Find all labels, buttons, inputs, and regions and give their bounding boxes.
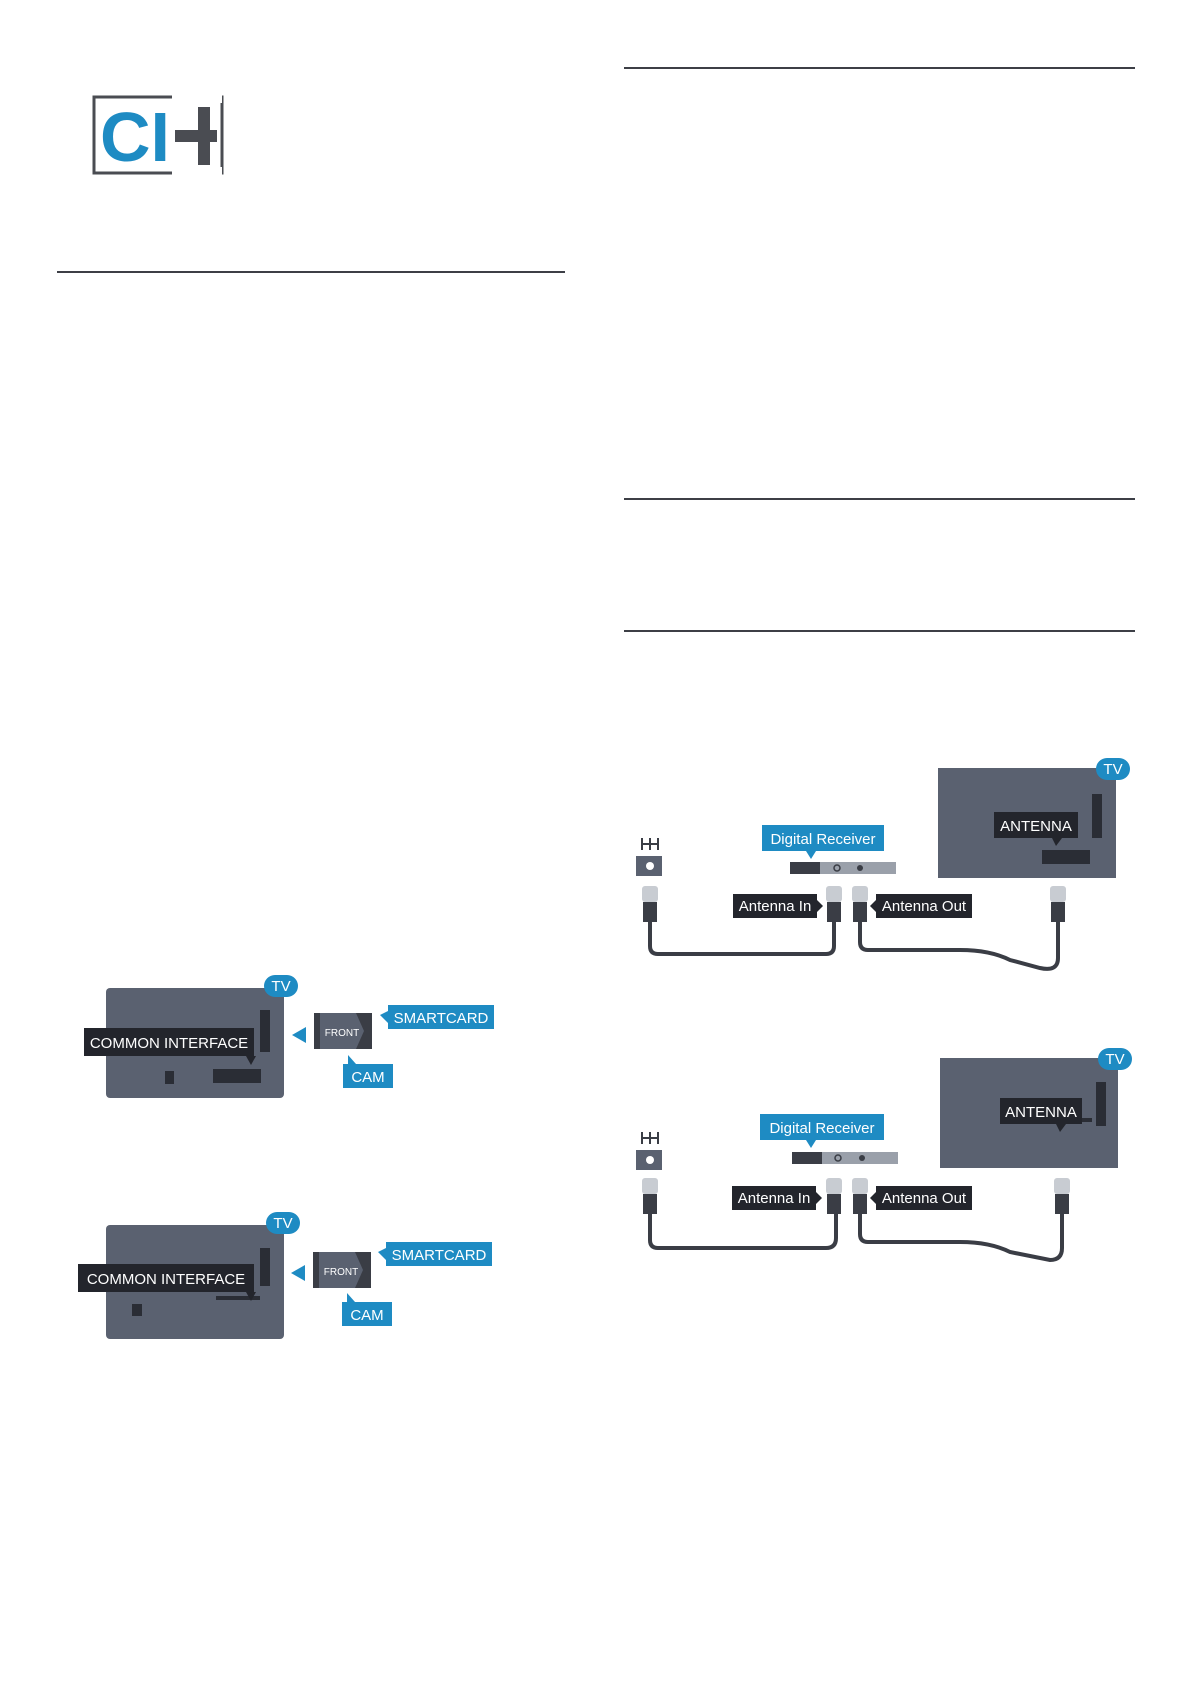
digital-receiver-label [760,1114,884,1140]
tv-badge-text: TV [271,978,290,995]
tv-badge-text: TV [1103,761,1122,778]
coax-connector-icon [642,1178,658,1214]
cable-antenna-to-receiver [648,922,836,956]
coax-connector-icon [826,1178,842,1214]
coax-connector-icon [826,886,842,922]
wall-antenna-icon [636,838,662,876]
cam-module: FRONT [313,1252,371,1288]
coax-connector-icon [852,886,868,922]
common-interface-text: COMMON INTERFACE [90,1035,248,1052]
coax-connector-icon [852,1178,868,1214]
antenna-label [1000,1098,1082,1124]
receiver-device [792,1152,898,1164]
common-interface-text: COMMON INTERFACE [87,1271,245,1288]
tv-port-small [165,1071,174,1084]
common-interface-label [84,1028,254,1056]
tv-port-block [213,1069,261,1083]
ci-plus-logo: CI [92,95,227,177]
antenna-label-text: ANTENNA [1005,1104,1077,1121]
antenna-out-text: Antenna Out [882,898,967,915]
digital-receiver-label [762,825,884,851]
antenna-in-label [732,1186,816,1210]
tv-port-small [132,1304,142,1316]
antenna-out-label [876,1186,972,1210]
antenna-in-label [733,894,817,918]
coax-connector-icon [1054,1178,1070,1214]
wall-antenna-icon [636,1132,662,1170]
cam-label [343,1064,393,1088]
tv-side-slot [260,1248,270,1286]
common-interface-label [78,1264,254,1292]
digital-receiver-text: Digital Receiver [770,831,875,848]
section-divider-right-low [624,630,1135,632]
antenna-label [994,812,1078,838]
insert-arrow-icon [291,1265,305,1281]
section-divider-left [57,271,565,273]
tv-port-block [216,1296,260,1300]
cable-antenna-to-receiver [648,1214,838,1250]
cable-receiver-to-tv [858,922,1060,971]
cam-module-text: FRONT [325,1028,359,1039]
antenna-receiver-figure: TV ANTENNA Digital Receiver [630,758,1130,978]
tv-side-slot [1096,1082,1106,1126]
receiver-device [790,862,896,874]
cam-module-text: FRONT [324,1267,358,1278]
tv-badge [1096,758,1130,780]
tv-badge [264,975,298,997]
cam-label [342,1302,392,1326]
cam-module: FRONT [314,1013,372,1049]
tv-side-slot [1092,794,1102,838]
smartcard-text: SMARTCARD [394,1010,489,1027]
smartcard-text: SMARTCARD [392,1247,487,1264]
coax-connector-icon [1050,886,1066,922]
tv-badge-text: TV [273,1215,292,1232]
tv-badge-text: TV [1105,1051,1124,1068]
antenna-out-text: Antenna Out [882,1190,967,1207]
section-divider-right-top [624,67,1135,69]
tv-badge [1098,1048,1132,1070]
section-divider-right-mid [624,498,1135,500]
tv-badge [266,1212,300,1234]
antenna-out-label [876,894,972,918]
cam-insertion-figure: TV COMMON INTERFACE FRONT SMARTCARD CAM [80,975,500,1100]
antenna-in-text: Antenna In [738,1190,811,1207]
cable-receiver-to-tv [858,1214,1064,1263]
tv-port-block [1042,850,1090,864]
insert-arrow-icon [292,1027,306,1043]
tv-side-slot [260,1010,270,1052]
antenna-label-text: ANTENNA [1000,818,1072,835]
antenna-receiver-figure: TV ANTENNA Digital Receiver [630,1048,1132,1268]
coax-connector-icon [642,886,658,922]
logo-letters: CI [100,98,170,176]
cam-insertion-figure: TV COMMON INTERFACE FRONT SMARTCARD CAM [78,1212,498,1342]
digital-receiver-text: Digital Receiver [769,1120,874,1137]
cam-label-text: CAM [350,1307,383,1324]
antenna-in-text: Antenna In [739,898,812,915]
smartcard-label [388,1005,494,1029]
smartcard-label [386,1242,492,1266]
cam-label-text: CAM [351,1069,384,1086]
